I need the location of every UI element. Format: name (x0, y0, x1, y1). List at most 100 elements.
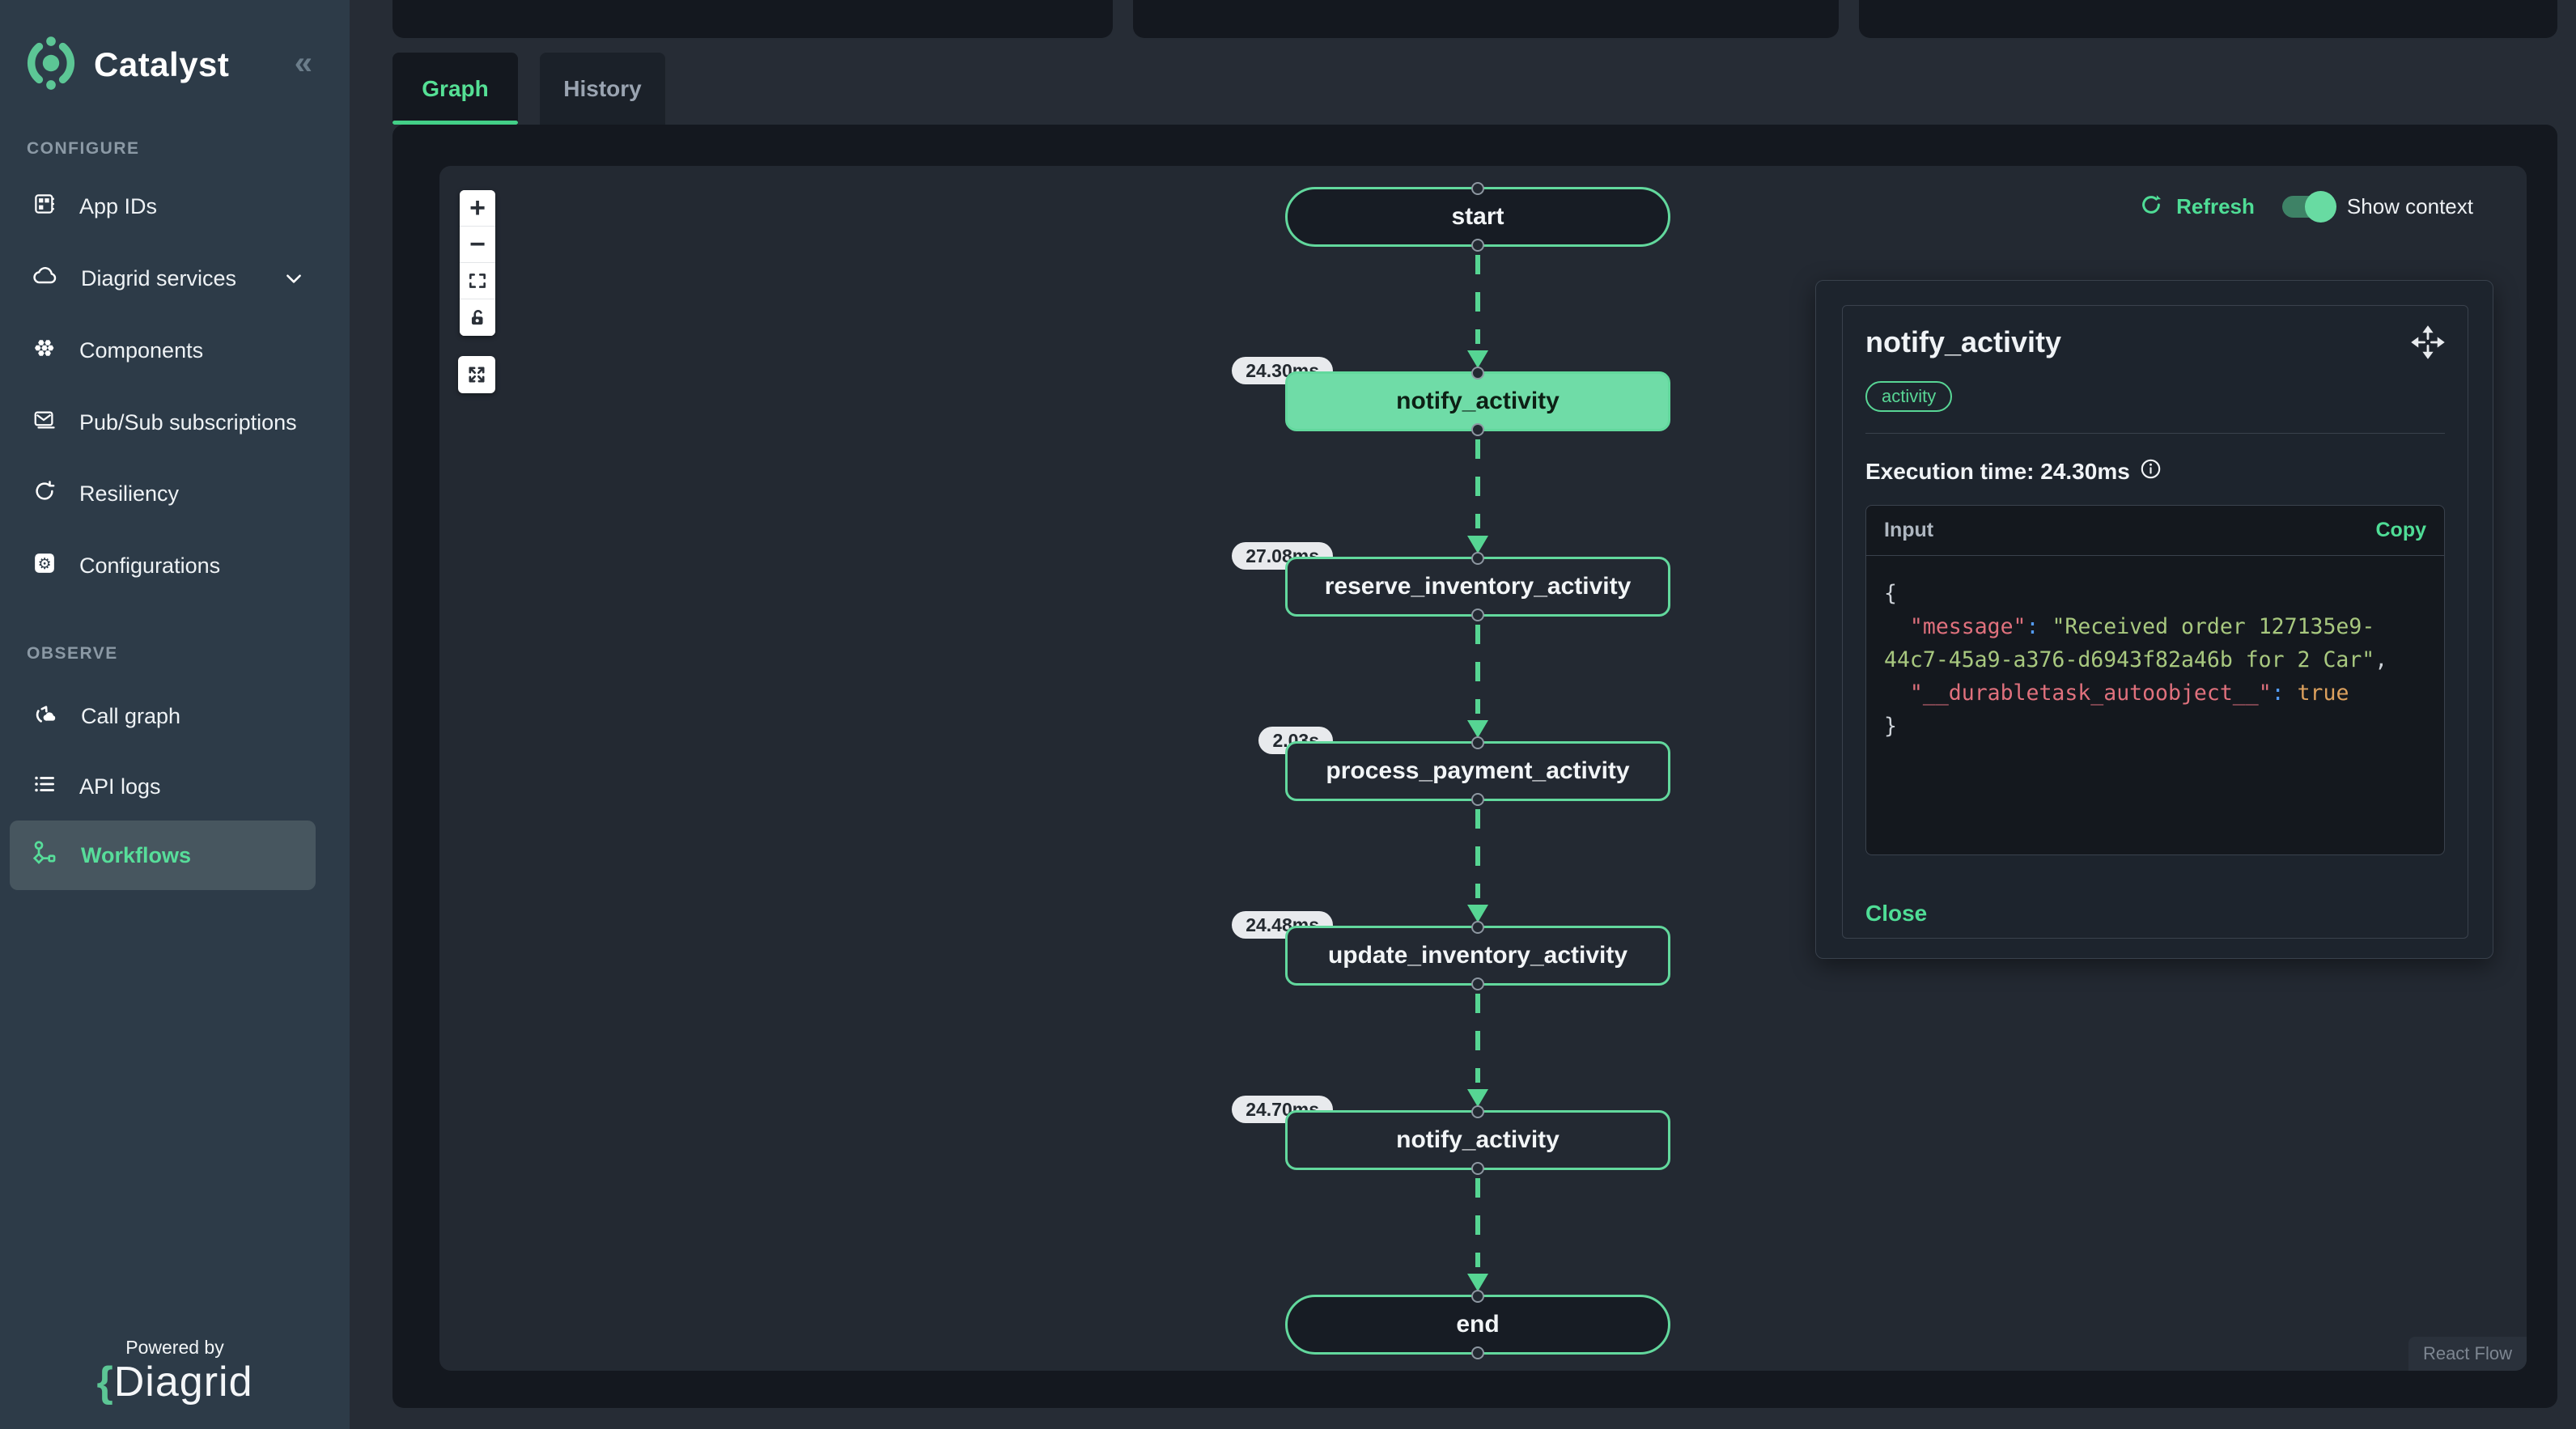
chevron-down-icon[interactable] (283, 268, 304, 289)
sidebar-item-label: Components (79, 337, 204, 363)
edge (1475, 809, 1480, 898)
node-update-inventory-activity[interactable]: update_inventory_activity (1285, 926, 1670, 986)
diagrid-logo-text: Diagrid (113, 1359, 253, 1406)
json-key: "message" (1884, 614, 2026, 639)
lock-icon[interactable] (460, 299, 495, 336)
input-json-code[interactable]: { "message": "Received order 127135e9-44… (1866, 556, 2444, 764)
catalyst-logo-icon (23, 35, 79, 95)
sidebar-item-call-graph[interactable]: Call graph (0, 691, 350, 741)
react-flow-attribution[interactable]: React Flow (2408, 1337, 2527, 1371)
edge-arrowhead (1467, 905, 1488, 922)
move-icon[interactable] (2411, 325, 2445, 363)
top-card-2 (1133, 0, 1839, 38)
sidebar-item-label: Diagrid services (81, 265, 237, 290)
sidebar-item-label: App IDs (79, 193, 158, 218)
top-card-3 (1859, 0, 2557, 38)
close-button[interactable]: Close (1865, 901, 1928, 926)
toggle-knob (2304, 191, 2336, 223)
brand-logo: Catalyst (23, 34, 330, 95)
node-notify-activity-2[interactable]: notify_activity (1285, 1110, 1670, 1170)
top-card-1 (393, 0, 1113, 38)
sidebar-item-label: Call graph (81, 703, 181, 728)
json-bool-value: true (2297, 681, 2349, 706)
workflow-canvas[interactable]: + − Refresh Show context 24.30ms 27.08ms… (439, 166, 2527, 1371)
edge (1475, 439, 1480, 528)
sidebar-item-label: Pub/Sub subscriptions (79, 409, 297, 435)
edge (1475, 1178, 1480, 1267)
duration-badge: 24.30ms (1232, 357, 1333, 384)
sidebar-item-configurations[interactable]: ⚙ Configurations (0, 541, 350, 591)
tab-active-underline (393, 121, 518, 125)
node-detail-card: notify_activity activity Execution time:… (1842, 305, 2468, 939)
section-configure: CONFIGURE (27, 139, 140, 158)
input-header-label: Input (1884, 519, 1934, 541)
json-open-brace: { (1884, 581, 1897, 606)
execution-time-label: Execution time: 24.30ms (1865, 459, 2130, 484)
sidebar-item-resiliency[interactable]: Resiliency (0, 469, 350, 519)
node-process-payment-activity[interactable]: process_payment_activity (1285, 741, 1670, 801)
edge-arrowhead (1467, 536, 1488, 553)
edge (1475, 994, 1480, 1083)
divider (1865, 433, 2445, 434)
canvas-toolbar: Refresh Show context (2139, 191, 2473, 223)
sidebar-item-app-ids[interactable]: App IDs (0, 181, 350, 231)
sidebar-item-diagrid-services[interactable]: Diagrid services (0, 253, 350, 303)
show-context-toggle[interactable] (2281, 191, 2336, 223)
fit-view-button[interactable] (460, 263, 495, 299)
node-start[interactable]: start (1285, 187, 1670, 247)
sidebar-item-label: API logs (79, 774, 161, 799)
sidebar-item-workflows[interactable]: Workflows (10, 821, 316, 890)
panel-title: notify_activity (1865, 325, 2062, 358)
edge-arrowhead (1467, 1089, 1488, 1107)
sidebar-item-label: Resiliency (79, 481, 180, 506)
list-icon (32, 772, 57, 802)
json-colon: : (2026, 614, 2052, 639)
brand-name: Catalyst (94, 45, 230, 83)
node-end[interactable]: end (1285, 1295, 1670, 1355)
cloud-icon (32, 263, 58, 295)
powered-by-label: Powered by (125, 1337, 224, 1358)
refresh-button[interactable]: Refresh (2176, 194, 2255, 218)
diagrid-logo-brace: { (96, 1359, 114, 1406)
edge-arrowhead (1467, 720, 1488, 738)
edge-arrowhead (1467, 1274, 1488, 1291)
fullscreen-button[interactable] (458, 356, 495, 393)
refresh-icon[interactable] (2139, 193, 2163, 221)
section-observe: OBSERVE (27, 644, 118, 663)
sidebar-item-components[interactable]: Components (0, 325, 350, 375)
svg-text:⚙: ⚙ (38, 554, 52, 571)
json-comma: , (2374, 647, 2388, 672)
sidebar-collapse-button[interactable]: « (294, 45, 312, 81)
zoom-in-button[interactable]: + (460, 190, 495, 227)
copy-button[interactable]: Copy (2375, 519, 2427, 541)
node-type-badge: activity (1865, 381, 1953, 412)
resiliency-icon (32, 479, 57, 509)
edge (1475, 255, 1480, 344)
sidebar-item-label: Workflows (81, 842, 192, 867)
info-icon[interactable] (2140, 458, 2162, 486)
call-graph-icon (32, 701, 58, 732)
node-reserve-inventory-activity[interactable]: reserve_inventory_activity (1285, 557, 1670, 617)
tab-graph-label: Graph (422, 75, 489, 101)
node-detail-panel: notify_activity activity Execution time:… (1815, 280, 2493, 959)
edge (1475, 625, 1480, 714)
tab-history[interactable]: History (540, 53, 665, 125)
json-colon: : (2271, 681, 2298, 706)
edge-arrowhead (1467, 350, 1488, 368)
node-notify-activity-selected[interactable]: notify_activity (1285, 371, 1670, 431)
sidebar-item-api-logs[interactable]: API logs (0, 761, 350, 812)
sidebar: Catalyst « CONFIGURE App IDs Diagrid ser… (0, 0, 350, 1429)
app-ids-icon (32, 192, 57, 222)
json-string-value: "Received order 127135e9-44c7-45a9-a376-… (1884, 614, 2375, 672)
zoom-out-button[interactable]: − (460, 227, 495, 263)
workflow-icon (32, 840, 58, 871)
json-close-brace: } (1884, 714, 1897, 739)
components-icon (32, 336, 57, 366)
envelope-icon (32, 408, 57, 438)
tab-graph[interactable]: Graph (393, 53, 518, 125)
canvas-controls: + − (460, 190, 495, 336)
gear-icon: ⚙ (32, 551, 57, 581)
sidebar-item-pubsub[interactable]: Pub/Sub subscriptions (0, 397, 350, 447)
json-key: "__durabletask_autoobject__" (1884, 681, 2272, 706)
